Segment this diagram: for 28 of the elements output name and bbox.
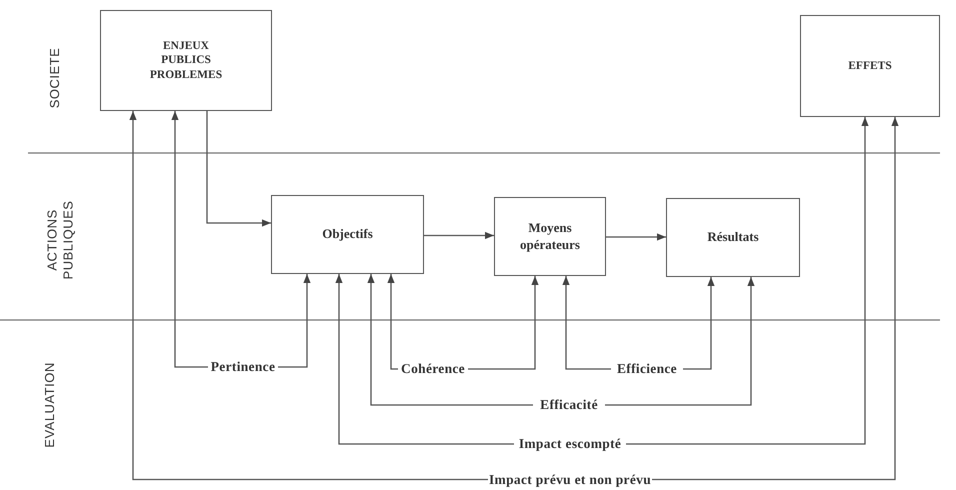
arrow <box>278 274 311 368</box>
arrow <box>468 276 539 370</box>
process-box <box>666 198 800 277</box>
process-box <box>494 197 606 276</box>
arrow <box>424 232 494 240</box>
arrow <box>562 276 611 370</box>
arrow <box>335 274 514 445</box>
arrow <box>367 274 533 406</box>
box-label: Résultats <box>707 229 759 246</box>
box-label: Moyens opérateurs <box>519 220 581 253</box>
process-box <box>100 10 272 111</box>
row-label: ACTIONS PUBLIQUES <box>44 200 76 282</box>
row-label: SOCIETE <box>47 46 63 110</box>
arrow <box>652 117 899 480</box>
box-label: Objectifs <box>322 226 373 243</box>
box-label: EFFETS <box>848 58 892 74</box>
arrow <box>129 111 488 480</box>
arrow <box>387 274 398 370</box>
arrow <box>605 277 755 406</box>
arrow <box>626 117 869 445</box>
row-label: EVALUATION <box>42 361 58 450</box>
box-label: ENJEUX PUBLICS PROBLEMES <box>148 38 224 82</box>
arrow <box>683 277 715 370</box>
process-box <box>800 15 940 117</box>
arrow <box>206 111 271 227</box>
arrow <box>606 233 666 241</box>
process-box <box>271 195 424 274</box>
arrow <box>171 111 208 368</box>
